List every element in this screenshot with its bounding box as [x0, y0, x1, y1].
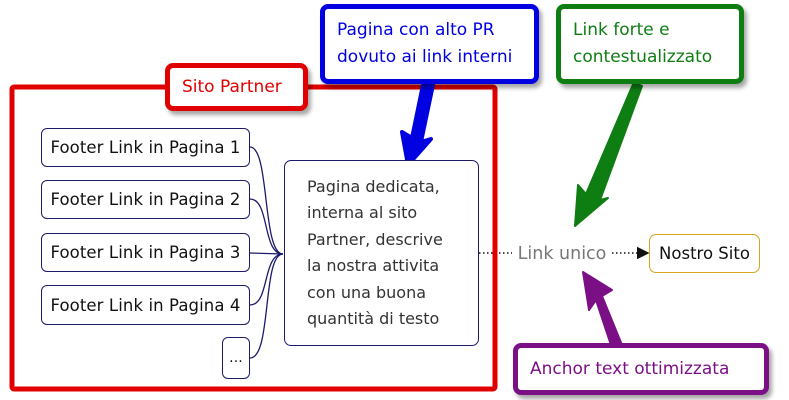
footer-link-3-label: Footer Link in Pagina 3 — [50, 243, 241, 262]
footer-link-1-label: Footer Link in Pagina 1 — [50, 138, 241, 157]
connector-footer-more — [249, 253, 284, 359]
callout-anchor-text-label: Anchor text ottimizzata — [530, 358, 730, 379]
footer-link-3: Footer Link in Pagina 3 — [41, 233, 250, 272]
footer-link-1: Footer Link in Pagina 1 — [41, 128, 250, 167]
callout-anchor-text: Anchor text ottimizzata — [513, 343, 769, 395]
connector-footer-3 — [249, 252, 284, 255]
purple-arrow — [582, 271, 625, 355]
connector-footer-4 — [249, 253, 284, 306]
dedicated-page-box: Pagina dedicata, interna al sito Partner… — [284, 160, 479, 346]
green-arrow — [574, 81, 643, 227]
connector-footer-2 — [249, 198, 284, 255]
link-unico-label-box: Link unico — [512, 240, 612, 268]
footer-link-more-label: ... — [229, 350, 243, 366]
link-unico-label: Link unico — [517, 244, 607, 264]
footer-link-2: Footer Link in Pagina 2 — [41, 180, 250, 219]
callout-strong-link: Link forte e contestualizzato — [556, 4, 744, 84]
footer-link-more: ... — [222, 337, 250, 379]
callout-sito-partner: Sito Partner — [165, 63, 308, 111]
callout-high-pr: Pagina con alto PR dovuto ai link intern… — [320, 4, 539, 84]
dedicated-page-text: Pagina dedicata, interna al sito Partner… — [307, 176, 443, 329]
callout-sito-partner-label: Sito Partner — [182, 76, 282, 97]
nostro-sito-box: Nostro Sito — [649, 234, 760, 273]
blue-arrow — [400, 78, 436, 167]
footer-link-4: Footer Link in Pagina 4 — [41, 285, 250, 325]
nostro-sito-label: Nostro Sito — [659, 244, 750, 263]
footer-link-2-label: Footer Link in Pagina 2 — [50, 190, 241, 209]
callout-strong-link-label: Link forte e contestualizzato — [573, 20, 713, 67]
connector-footer-1 — [249, 146, 284, 255]
footer-link-4-label: Footer Link in Pagina 4 — [50, 295, 241, 315]
callout-high-pr-label: Pagina con alto PR dovuto ai link intern… — [337, 20, 513, 67]
